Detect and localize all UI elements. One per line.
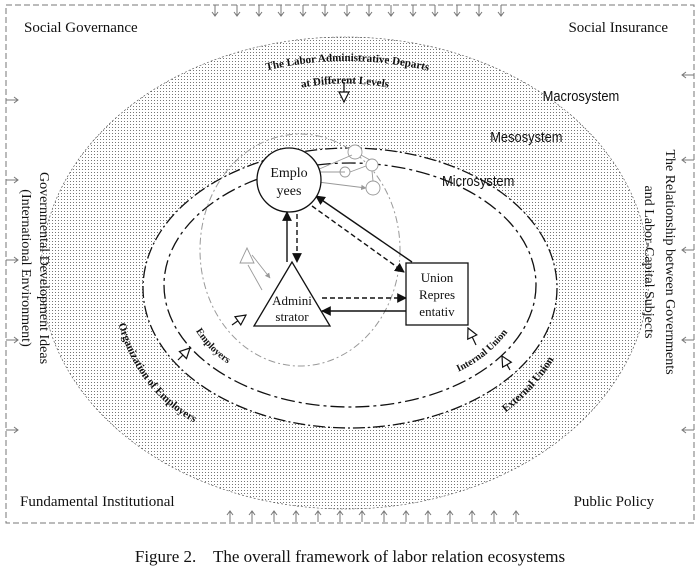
boundary-arrowhead	[314, 510, 322, 516]
boundary-arrowhead	[424, 510, 432, 516]
boundary-arrowhead	[681, 426, 687, 434]
boundary-arrowhead	[681, 246, 687, 254]
microsystem-ring	[199, 133, 401, 367]
employees-node	[256, 147, 322, 213]
microsystem-label: Microsystem	[442, 172, 514, 189]
employees-label-1: Emplo	[270, 166, 307, 181]
boundary-arrowhead	[211, 11, 219, 17]
boundary-arrowhead	[248, 510, 256, 516]
boundary-arrowhead	[402, 510, 410, 516]
union-label-1: Union	[421, 270, 454, 285]
international-environment-label: (International Environment)	[18, 189, 33, 347]
boundary-arrowhead	[255, 11, 263, 17]
boundary-arrowhead	[409, 11, 417, 17]
boundary-arrowhead	[270, 510, 278, 516]
admin-label-2: strator	[275, 309, 309, 324]
admin-network	[239, 246, 271, 291]
boundary-arrowhead	[380, 510, 388, 516]
union-representative-node	[405, 262, 469, 326]
relation-arrows	[282, 195, 413, 316]
boundary-arrowhead	[468, 510, 476, 516]
employee-network	[316, 144, 381, 196]
boundary-arrowhead	[292, 510, 300, 516]
boundary-arrowhead	[13, 96, 19, 104]
fundamental-institutional-label: Fundamental Institutional	[20, 494, 175, 510]
boundary-arrowhead	[343, 11, 351, 17]
union-label-2: Repres	[419, 287, 455, 302]
macrosystem-label: Macrosystem	[543, 87, 620, 104]
boundary-arrowhead	[431, 11, 439, 17]
boundary-arrowhead	[226, 510, 234, 516]
labor-admin-label-2: at Different Levels	[300, 74, 391, 90]
boundary-arrowhead	[490, 510, 498, 516]
social-governance-label: Social Governance	[24, 20, 138, 36]
employees-label-2: yees	[277, 184, 302, 199]
influence-arrows	[177, 82, 510, 371]
boundary-arrowhead	[336, 510, 344, 516]
mesosystem-ring	[163, 162, 537, 408]
administrator-node	[252, 260, 332, 327]
boundary-arrowhead	[13, 176, 19, 184]
labor-capital-label: and Labor-Capital Subjects	[641, 186, 656, 339]
boundary-arrowhead	[365, 11, 373, 17]
public-policy-label: Public Policy	[574, 494, 655, 510]
boundary-arrowhead	[277, 11, 285, 17]
boundary-arrowhead	[475, 11, 483, 17]
boundary-arrowhead	[453, 11, 461, 17]
mesosystem-label: Mesosystem	[490, 128, 562, 145]
boundary-arrowhead	[446, 510, 454, 516]
macrosystem-ring	[40, 36, 650, 510]
boundary-arrowhead	[13, 256, 19, 264]
boundary-arrowhead	[321, 11, 329, 17]
social-insurance-label: Social Insurance	[568, 20, 668, 36]
union-label-3: entativ	[419, 304, 455, 319]
government-relationship-label: The Relationship between Governments	[662, 149, 677, 374]
boundary-arrowhead	[387, 11, 395, 17]
boundary-arrowhead	[681, 71, 687, 79]
boundary-arrowhead	[358, 510, 366, 516]
boundary-arrowhead	[681, 156, 687, 164]
boundary-arrows	[6, 5, 694, 522]
boundary-arrowhead	[681, 336, 687, 344]
figure-caption: Figure 2. The overall framework of labor…	[135, 547, 565, 566]
boundary-arrowhead	[497, 11, 505, 17]
governmental-development-label: Governmental Development Ideas	[36, 172, 51, 364]
boundary-arrowhead	[233, 11, 241, 17]
boundary-arrowhead	[512, 510, 520, 516]
boundary-arrowhead	[13, 426, 19, 434]
outer-frame	[5, 4, 695, 524]
boundary-arrowhead	[13, 336, 19, 344]
boundary-arrowhead	[299, 11, 307, 17]
admin-label-1: Admini	[272, 293, 312, 308]
